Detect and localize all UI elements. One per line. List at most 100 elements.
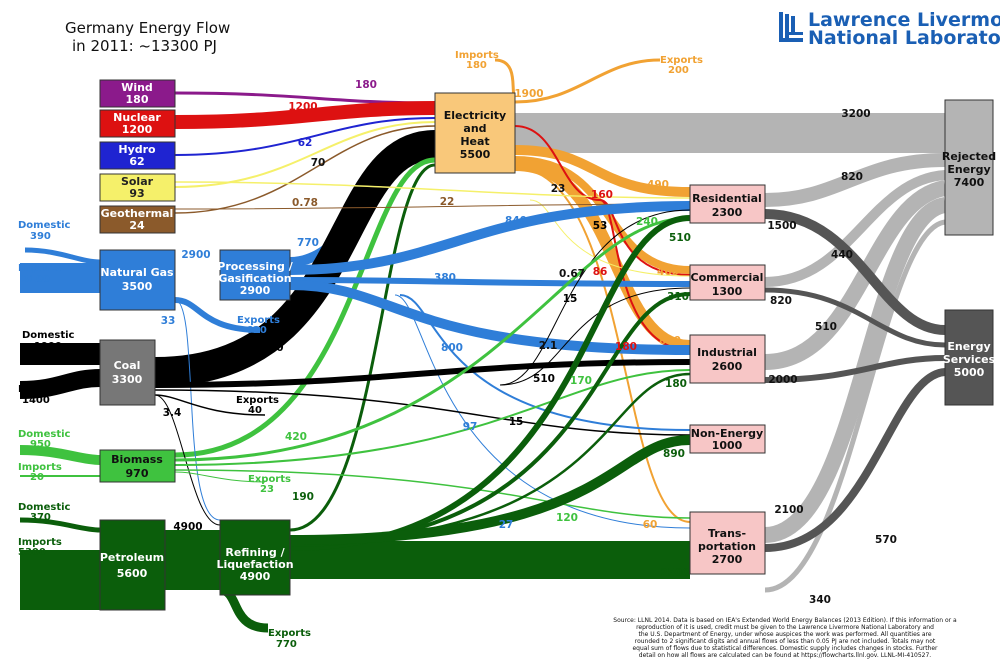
nuclear-box <box>99 109 176 138</box>
biomass-exports-flow <box>174 471 266 483</box>
refining-box <box>219 519 291 596</box>
nuclear-to-electricity-flow <box>174 101 436 129</box>
coal-box <box>99 339 156 406</box>
pet-com-value: 310 <box>667 291 689 303</box>
nuclear-com-value: 86 <box>593 266 608 278</box>
gas-domestic-inflow <box>24 247 101 265</box>
pet-domestic-value: 370 <box>30 512 51 523</box>
wind-elec-value: 180 <box>355 79 377 91</box>
electricity-inflows <box>154 58 517 532</box>
solar-to-electricity-flow <box>174 121 436 188</box>
pet-elec-value: 190 <box>292 491 314 503</box>
residential-to-services-flow <box>764 209 946 335</box>
pet-domestic-inflow <box>19 517 101 533</box>
gas-exports-flow <box>174 297 261 333</box>
geo-res-value: 0.78 <box>292 197 318 209</box>
proc-non-value: 97 <box>463 421 478 433</box>
processing-label-2: Gasification <box>218 272 291 285</box>
source-note-line-5: equal sum of flows due to statistical di… <box>632 645 938 652</box>
electricity-label-3: Heat <box>460 135 489 148</box>
trans-rej-value: 2100 <box>774 504 803 516</box>
coal-exports-flow <box>154 394 266 416</box>
residential-value: 2300 <box>712 206 743 219</box>
coal-exports-value: 40 <box>248 405 262 416</box>
hydro-label: Hydro <box>118 143 156 156</box>
nuclear-value: 1200 <box>122 123 153 136</box>
electricity-to-industrial-flow <box>514 159 691 352</box>
coal-to-electricity-flow <box>154 130 437 387</box>
bio-ind-value: 170 <box>570 375 592 387</box>
commercial-value: 1300 <box>712 285 743 298</box>
coal-ind-value: 510 <box>533 373 555 385</box>
nuclear-label: Nuclear <box>113 111 161 124</box>
energy-services-box <box>944 309 994 406</box>
electricity-to-commercial-flow <box>514 156 691 274</box>
industrial-to-services-flow <box>764 355 946 383</box>
coal-34-value: 3.4 <box>163 407 182 419</box>
solar-elec-value: 70 <box>311 157 326 169</box>
side-labels: Domestic 390 Imports 3100 Domestic 1900 … <box>18 50 703 650</box>
non-energy-value: 1000 <box>712 439 743 452</box>
transportation-box <box>689 511 766 575</box>
proc-trans-value: 27 <box>499 519 514 531</box>
nuclear-elec-value: 1200 <box>288 101 317 113</box>
petroleum-label: Petroleum <box>100 551 164 564</box>
bio-imports-value: 20 <box>30 472 44 483</box>
title-line-1: Germany Energy Flow <box>65 19 230 37</box>
non-rej-value: 340 <box>809 594 831 606</box>
flow-value-labels: 180 1200 62 70 0.78 22 2900 33 770 840 3… <box>161 79 897 606</box>
transportation-label-2: portation <box>698 540 756 553</box>
gas-domestic-value: 390 <box>30 231 51 242</box>
pet-trans-value: 2500 <box>660 567 689 579</box>
source-note-line-2: reproduction of it is used, credit must … <box>636 624 934 631</box>
source-boxes: Wind 180 Nuclear 1200 Hydro 62 Solar 93 … <box>99 79 516 611</box>
ind-svc-value: 510 <box>815 321 837 333</box>
solar-to-residential-flow <box>174 181 691 199</box>
trans-svc-value: 570 <box>875 534 897 546</box>
rejected-label-1: Rejected <box>942 150 996 163</box>
elec-rej-value: 3200 <box>841 108 870 120</box>
gas-domestic-label: Domestic <box>18 220 71 231</box>
biomass-to-residential-flow <box>174 216 691 462</box>
hydro-to-electricity-flow <box>174 117 436 156</box>
gas-to-non-energy-flow <box>399 294 691 431</box>
coal-to-non-energy-flow <box>154 389 691 436</box>
logo-line-2: National Laboratory <box>808 27 1000 49</box>
llnl-logo-mark <box>779 12 803 42</box>
services-value: 5000 <box>954 366 985 379</box>
proc-res-value: 840 <box>505 215 527 227</box>
wind-value: 180 <box>126 93 149 106</box>
gas-21-value: 2.1 <box>539 340 558 352</box>
geo-elec-value: 22 <box>440 196 455 208</box>
bio-exports-label: Exports <box>248 474 291 485</box>
residential-label: Residential <box>692 192 762 205</box>
wind-box <box>99 79 176 108</box>
coal-res-value: 53 <box>593 220 608 232</box>
biomass-box <box>99 449 176 483</box>
com-rej-value: 820 <box>770 295 792 307</box>
services-label-1: Energy <box>947 340 990 353</box>
direct-flows <box>154 125 691 633</box>
refining-value: 4900 <box>240 570 271 583</box>
processing-box <box>219 249 291 301</box>
biomass-value: 970 <box>126 467 149 480</box>
transportation-to-services-flow <box>764 368 946 552</box>
geothermal-box <box>99 205 176 234</box>
transportation-to-rejected-flow <box>764 197 948 543</box>
services-flows <box>764 209 946 552</box>
title-line-2: in 2011: ~13300 PJ <box>72 37 217 55</box>
bio-domestic-label: Domestic <box>18 429 71 440</box>
rejected-value: 7400 <box>954 176 985 189</box>
gas-33-value: 33 <box>161 315 176 327</box>
gas-to-residential-flow <box>289 201 691 275</box>
rejected-flows <box>515 113 948 593</box>
electricity-box <box>434 92 516 174</box>
bio-exports-value: 23 <box>260 484 274 495</box>
coal-value: 3300 <box>112 373 143 386</box>
nuclear-res-value: 160 <box>591 189 613 201</box>
commercial-label: Commercial <box>691 271 764 284</box>
petroleum-value: 5600 <box>117 567 148 580</box>
processing-value: 2900 <box>240 284 271 297</box>
processing-label-1: Processing / <box>217 260 293 273</box>
